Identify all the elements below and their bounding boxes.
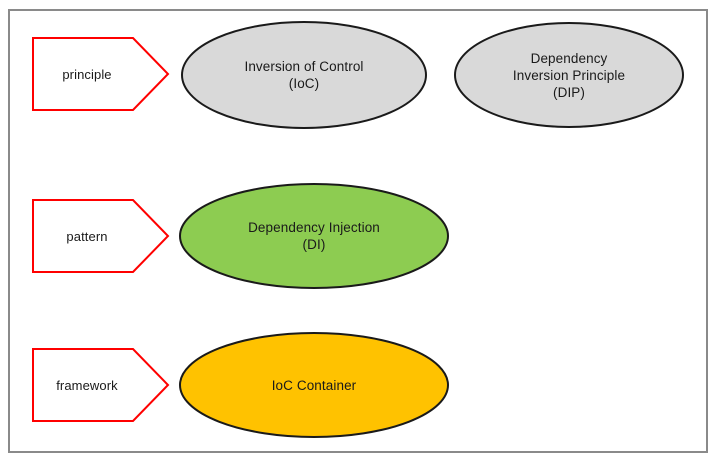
node-label-di-line-1: Dependency Injection	[248, 220, 380, 235]
tag-shape-framework[interactable]	[32, 348, 170, 422]
node-label-ioc-line-2: (IoC)	[288, 76, 320, 91]
tag-label-pattern: pattern	[66, 228, 108, 244]
node-label-ioc: Inversion of Control (IoC)	[182, 22, 426, 128]
node-shape-ioc-container[interactable]	[179, 332, 449, 438]
node-label-di: Dependency Injection (DI)	[180, 184, 448, 288]
node-label-dip-line-3: (DIP)	[553, 84, 585, 100]
node-label-dip: Dependency Inversion Principle (DIP)	[455, 23, 683, 127]
node-label-ioc-container-line-1: IoC Container	[271, 377, 357, 393]
tag-shape-principle[interactable]	[32, 37, 170, 111]
node-label-dip-line-1: Dependency	[530, 50, 608, 66]
tag-label-principle: principle	[62, 66, 112, 82]
node-label-dip-line-2: Inversion Principle	[512, 67, 626, 83]
node-shape-di[interactable]	[179, 183, 449, 289]
node-shape-ioc[interactable]	[181, 21, 427, 129]
tag-shape-pattern[interactable]	[32, 199, 170, 273]
node-label-ioc-container: IoC Container	[180, 333, 448, 437]
node-label-di-line-2: (DI)	[302, 237, 326, 252]
tag-label-framework: framework	[56, 377, 118, 393]
node-label-ioc-line-1: Inversion of Control	[244, 59, 364, 74]
node-shape-dip[interactable]	[454, 22, 684, 128]
